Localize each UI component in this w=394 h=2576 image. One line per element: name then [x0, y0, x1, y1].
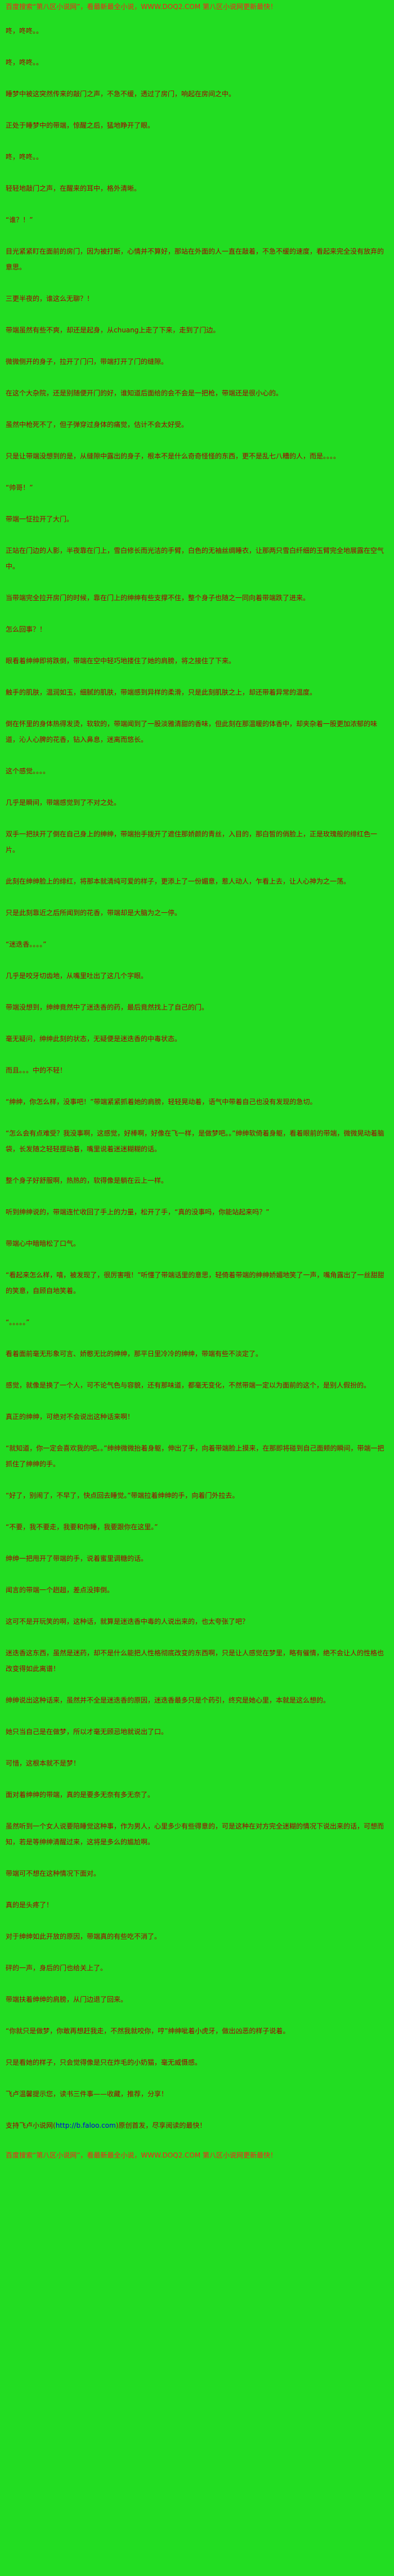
paragraph: 眼看着绅绅即将跌倒，带端在空中轻巧地搂住了她的肩膀，将之接住了下来。: [6, 657, 236, 665]
paragraph: 感觉，就像是换了一个人，可不论气色与容貌，还有那味道，都毫无变化，不然带端一定以…: [6, 1381, 371, 1389]
paragraph: 咚，咚咚。。: [6, 153, 43, 161]
paragraph: 带端一怔拉开了大门。: [6, 515, 74, 523]
paragraph: 毫无疑问，绅绅此刻的状态，无疑便是迷迭香的中毒状态。: [6, 1035, 182, 1043]
paragraph: 她只当自己是在做梦，所以才毫无顾忌地就说出了口。: [6, 1728, 168, 1736]
paragraph: “看起来怎么样，嘻，被发现了，很厉害哦！”听懂了带端话里的意思，轻倚着带端的绅绅…: [6, 1271, 384, 1295]
paragraph: “迷迭香。。。。”: [6, 940, 47, 948]
paragraph: 闻言的带端一个趔趄，差点没摔倒。: [6, 1586, 114, 1594]
faloo-url-link[interactable]: http://b.faloo.com: [55, 2122, 116, 2129]
paragraph: 带端虽然有些不爽，却还是起身，从chuang上走了下来，走到了门边。: [6, 326, 220, 334]
paragraph: 真的是头疼了！: [6, 1901, 53, 1909]
paragraph: 带端心中暗暗松了口气。: [6, 1240, 80, 1248]
faloo-support-suffix: )原创首发，尽享阅读的最快！: [115, 2122, 207, 2129]
paragraph: 这个感觉。。。。: [6, 767, 50, 775]
paragraph: 绅绅说出这种话来，虽然并不全是迷迭香的原因，迷迭香最多只是个药引，终究是她心里，…: [6, 1696, 330, 1704]
paragraph: 倒在怀里的身体热得发烫，软软的，带端闻到了一股淡雅清甜的香味，但此刻在那温暖的体…: [6, 720, 378, 744]
paragraph: 绅绅一把甩开了带端的手，说着蜜里调糖的话。: [6, 1555, 148, 1562]
paragraph: 带端扶着绅绅的肩膀，从门边退了回来。: [6, 1996, 128, 2003]
paragraph: 整个身子好舒服啊，热热的，软得像是躺在云上一样。: [6, 1177, 168, 1185]
faloo-tip: 飞卢温馨提示您，读书三件事——收藏，推荐，分享！: [6, 2090, 168, 2098]
paragraph: 看着面前毫无形象可言、娇憨无比的绅绅，那平日里冷冷的绅绅，带端有些不淡定了。: [6, 1350, 263, 1358]
paragraph: 而且。。。中的不轻！: [6, 1066, 67, 1074]
paragraph: 带端没想到，绅绅竟然中了迷迭香的药，最后竟然找上了自己的门。: [6, 1003, 209, 1011]
footer-promo: 百度搜索“第八区小说网”，看最新最全小说，WWW.DOQ2.COM 第八区小说网…: [6, 2151, 277, 2159]
paragraph: 只是看她的样子，只会觉得像是只在炸毛的小奶猫，毫无威慑感。: [6, 2059, 202, 2066]
paragraph: 听到绅绅说的，带端连忙收回了手上的力量，松开了手，“真的没事吗，你能站起来吗？”: [6, 1208, 270, 1216]
paragraph: 睡梦中被这突然传来的敲门之声，不急不缓，透过了房门，响起在房间之中。: [6, 90, 236, 98]
paragraph: 正处于睡梦中的带端，惊醒之后，猛地睁开了眼。: [6, 121, 155, 129]
paragraph: 几乎是瞬间，带端感觉到了不对之处。: [6, 799, 121, 807]
paragraph: 面对着绅绅的带端，真的是要多无奈有多无奈了。: [6, 1791, 155, 1799]
paragraph: 怎么回事？！: [6, 625, 47, 633]
paragraph: 当带端完全拉开房门的时候，靠在门上的绅绅有些支撑不住，整个身子也随之一同向着带端…: [6, 594, 310, 602]
paragraph: 目光紧紧盯在面前的房门，因为被打断，心情并不算好，那站在外面的人一直在敲着，不急…: [6, 247, 384, 271]
paragraph: 虽然听到一个女人说要陪睡觉这种事，作为男人，心里多少有些得意的，可是这种在对方完…: [6, 1822, 384, 1846]
paragraph: 咚，咚咚。。: [6, 27, 43, 35]
faloo-support-prefix: 支持飞卢小说网(: [6, 2122, 56, 2129]
paragraph: “怎么会有点难受？我没事啊，这感觉，好棒啊，好像在飞一样，是做梦吧。。”绅绅软倚…: [6, 1129, 384, 1153]
paragraph: “你就只是做梦，你敢再想赶我走，不然我就咬你，哼”绅绅呲着小虎牙，做出凶恶的样子…: [6, 2027, 290, 2035]
paragraph: 在这个大杂院，还是别随便开门的好，谁知道后面给的会不会是一把枪，带端还是很小心的…: [6, 389, 283, 397]
paragraph: 三更半夜的，谁这么无聊？！: [6, 295, 94, 303]
paragraph: 正站在门边的人影，半夜靠在门上，雪白修长而光洁的手臂，白色的无袖丝绸睡衣，让那两…: [6, 547, 384, 570]
paragraph: “帅哥！”: [6, 484, 33, 492]
novel-content: 咚，咚咚。。咚，咚咚。。睡梦中被这突然传来的敲门之声，不急不缓，透过了房门，响起…: [6, 23, 388, 2070]
paragraph: “不要，我不要走，我要和你睡，我要跟你在这里。”: [6, 1523, 158, 1531]
paragraph: “绅绅，你怎么样，没事吧！”带端紧紧抓着她的肩膀，轻轻晃动着，语气中带着自己也没…: [6, 1098, 317, 1106]
paragraph: 真正的绅绅，可绝对不会说出这种话来啊！: [6, 1413, 135, 1421]
paragraph: 双手一把扶开了倒在自己身上的绅绅，带端抬手拨开了遮住那娇颜的青丝，入目的，那白皙…: [6, 830, 378, 854]
paragraph: 此刻在绅绅脸上的绯红，将那本就清纯可爱的样子，更添上了一份媚意，惹人动人，乍看上…: [6, 877, 351, 885]
paragraph: 带端可不想在这种情况下面对。: [6, 1870, 101, 1877]
paragraph: 几乎是咬牙切齿地，从嘴里吐出了这几个字眼。: [6, 972, 148, 980]
paragraph: 对于绅绅如此开放的原因，带端真的有些吃不消了。: [6, 1933, 162, 1940]
paragraph: 迷迭香这东西，虽然是迷药，却不是什么能把人性格彻底改变的东西啊，只是让人感觉在梦…: [6, 1649, 384, 1673]
paragraph: “就知道，你一定会喜欢我的吧。。”绅绅微微抬着身躯，伸出了手，向着带端脸上摸来，…: [6, 1444, 384, 1468]
paragraph: 轻轻地敲门之声，在醒来的耳中，格外清晰。: [6, 184, 141, 192]
paragraph: “谁？！”: [6, 216, 33, 224]
paragraph: 只是此刻靠近之后所闻到的花香，带端却是大脑为之一停。: [6, 909, 182, 917]
paragraph: 砰的一声，身后的门也给关上了。: [6, 1964, 108, 1972]
paragraph: 可惜，这根本就不是梦！: [6, 1759, 80, 1767]
paragraph: 咚，咚咚。。: [6, 58, 43, 66]
paragraph: 触手的肌肤，温润如玉，细腻的肌肤，带端感到异样的柔滑，只是此刻肌肤之上，却还带着…: [6, 688, 317, 696]
paragraph: 虽然中枪死不了，但子弹穿过身体的痛觉，估计不会太好受。: [6, 421, 189, 429]
paragraph: 这可不是开玩笑的啊，这种话，就算是迷迭香中毒的人说出来的，也太夸张了吧？: [6, 1618, 249, 1625]
header-promo: 百度搜索“第八区小说网”，看最新最全小说，WWW.DOQ2.COM 第八区小说网…: [6, 3, 277, 11]
faloo-support-line: 支持飞卢小说网(http://b.faloo.com)原创首发，尽享阅读的最快！: [6, 2118, 388, 2133]
paragraph: 只是让带端没想到的是，从缝隙中露出的身子，根本不是什么奇奇怪怪的东西，更不是乱七…: [6, 452, 341, 460]
paragraph: “好了，别闹了，不早了，快点回去睡觉。”带端拉着绅绅的手，向着门外拉去。: [6, 1492, 239, 1499]
paragraph: “。。。。。”: [6, 1318, 30, 1326]
paragraph: 微微侧开的身子，拉开了门闩，带端打开了门的缝隙。: [6, 358, 168, 366]
